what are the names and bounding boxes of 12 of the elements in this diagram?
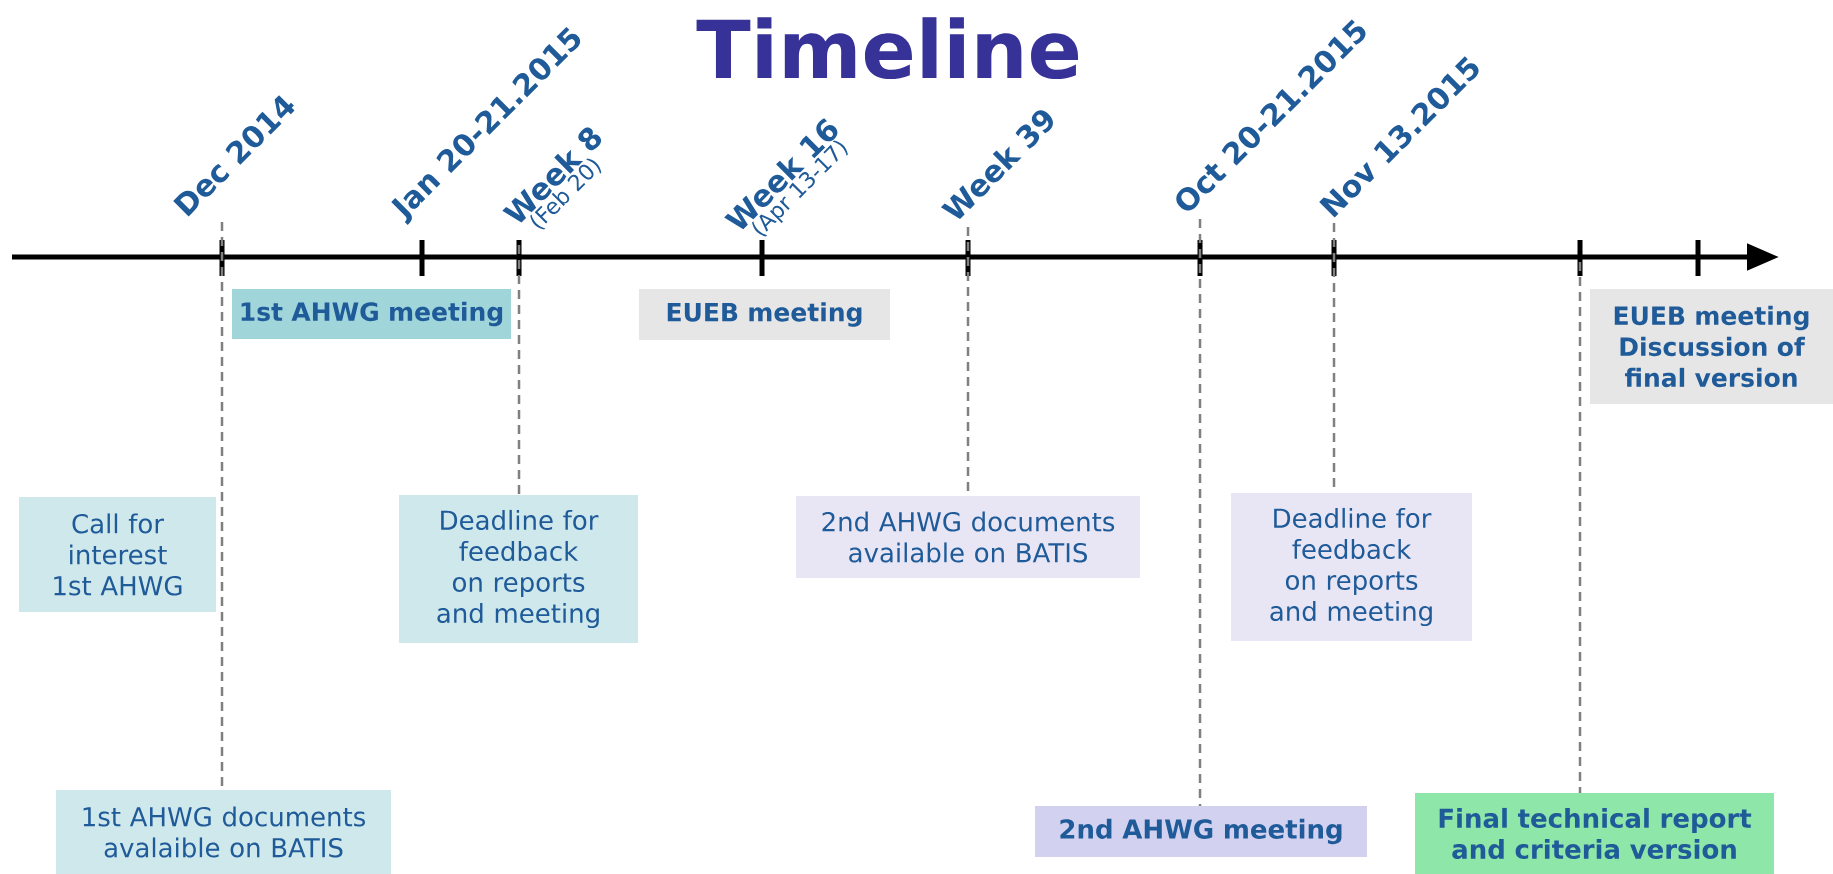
event-box: Deadline for feedback on reports and meeting <box>1231 493 1472 641</box>
event-box: 1st AHWG meeting <box>232 289 511 339</box>
event-box: Deadline for feedback on reports and meeting <box>399 495 638 643</box>
event-box: 1st AHWG documents avalaible on BATIS <box>56 790 391 874</box>
event-box: 2nd AHWG meeting <box>1035 806 1367 857</box>
event-box: Final technical report and criteria version <box>1415 793 1774 874</box>
title: Timeline <box>696 17 1078 80</box>
event-box: 2nd AHWG documents available on BATIS <box>796 496 1140 578</box>
event-box: EUEB meeting Discussion of final version <box>1590 289 1833 404</box>
event-box: EUEB meeting <box>639 289 890 340</box>
leader-line <box>1578 262 1582 793</box>
event-box: Call for interest 1st AHWG <box>19 497 216 612</box>
